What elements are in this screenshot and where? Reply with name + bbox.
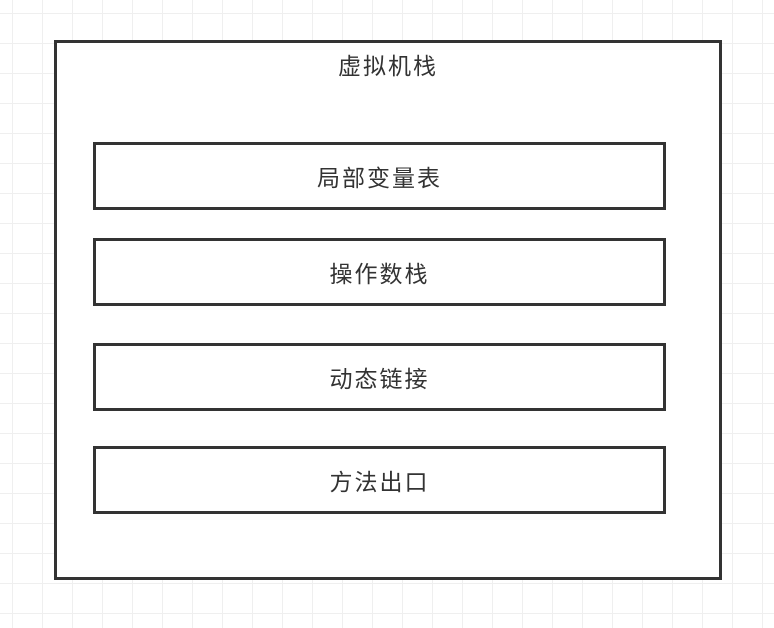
- vm-stack-container-box: 虚拟机栈 局部变量表 操作数栈 动态链接 方法出口: [54, 40, 722, 580]
- box-method-exit: 方法出口: [93, 446, 666, 514]
- vm-stack-title: 虚拟机栈: [338, 53, 438, 79]
- box-method-exit-label: 方法出口: [329, 469, 430, 495]
- box-operand-stack-label: 操作数栈: [329, 261, 430, 287]
- box-local-variable-table: 局部变量表: [93, 142, 666, 210]
- box-operand-stack: 操作数栈: [93, 238, 666, 306]
- box-dynamic-linking: 动态链接: [93, 343, 666, 411]
- box-local-variable-table-label: 局部变量表: [317, 165, 442, 191]
- box-dynamic-linking-label: 动态链接: [329, 366, 430, 392]
